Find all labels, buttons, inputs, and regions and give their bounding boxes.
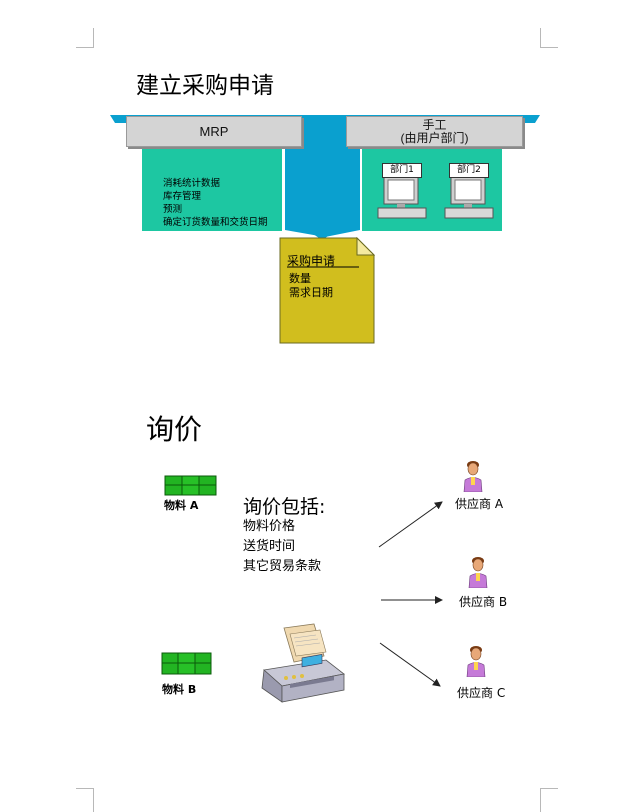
supplier-b-label: 供应商 B — [459, 595, 508, 609]
purchase-requisition-document — [279, 237, 375, 344]
arrow-to-supplier-a — [378, 501, 443, 548]
rfq-item-price: 物料价格 — [243, 519, 296, 534]
manual-label-line2: (由用户部门) — [400, 131, 469, 145]
supplier-a-label: 供应商 A — [455, 497, 504, 511]
mrp-item: 确定订货数量和交货日期 — [163, 217, 268, 228]
material-a-label: 物料 A — [164, 499, 199, 512]
supplier-person-icon — [466, 646, 486, 677]
rfq-item-delivery: 送货时间 — [243, 539, 296, 554]
supplier-c-label: 供应商 C — [457, 686, 506, 700]
document-line-quantity: 数量 — [289, 272, 311, 285]
crop-mark — [540, 47, 558, 48]
mrp-label: MRP — [199, 124, 229, 139]
material-box-icon — [161, 652, 212, 675]
mrp-item: 预测 — [163, 204, 183, 215]
document-lines: 数量 需求日期 — [289, 272, 333, 300]
crop-mark — [93, 28, 94, 48]
crop-mark — [540, 788, 558, 789]
supplier-person-icon — [463, 461, 483, 492]
section-title-rfq: 询价 — [146, 413, 203, 446]
rfq-item-terms: 其它贸易条款 — [243, 559, 322, 574]
computer-icon — [377, 175, 427, 219]
mrp-item: 库存管理 — [163, 191, 202, 202]
computer-icon — [444, 175, 494, 219]
department-1-label: 部门1 — [382, 163, 422, 178]
crop-mark — [540, 28, 541, 48]
document-line-date: 需求日期 — [289, 286, 333, 299]
fax-machine-icon — [261, 623, 345, 703]
mrp-item: 消耗统计数据 — [163, 178, 221, 189]
mrp-header: MRP — [126, 116, 302, 147]
document-title: 采购申请 — [287, 254, 336, 268]
manual-header: 手工 (由用户部门) — [346, 116, 523, 147]
rfq-includes-title: 询价包括: — [243, 496, 326, 518]
material-box-icon — [164, 475, 217, 496]
crop-mark — [93, 788, 94, 812]
crop-mark — [76, 47, 94, 48]
material-b-label: 物料 B — [162, 683, 197, 696]
mrp-items-list: 消耗统计数据 库存管理 预测 确定订货数量和交货日期 — [163, 177, 268, 229]
manual-label-line1: 手工 — [422, 118, 447, 132]
department-2-label: 部门2 — [449, 163, 489, 178]
funnel-shape — [110, 115, 540, 240]
arrows — [378, 501, 443, 687]
arrow-to-supplier-c — [379, 642, 441, 687]
crop-mark — [540, 788, 541, 812]
crop-mark — [76, 788, 94, 789]
section-title-purchase-requisition: 建立采购申请 — [136, 73, 274, 99]
rfq-includes-list: 物料价格 送货时间 其它贸易条款 — [243, 517, 321, 577]
supplier-person-icon — [468, 557, 488, 588]
